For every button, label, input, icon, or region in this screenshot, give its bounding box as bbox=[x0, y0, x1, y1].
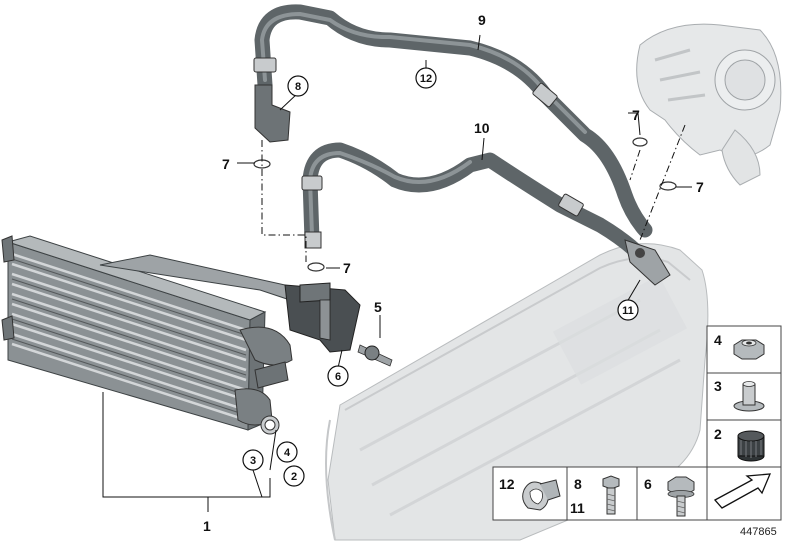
circle-label-6: 6 bbox=[335, 371, 341, 383]
circle-label-3: 3 bbox=[250, 455, 256, 467]
transmission-housing bbox=[325, 243, 709, 541]
clamp-12-icon bbox=[522, 479, 561, 511]
label-oring-top-right: 7 bbox=[632, 107, 640, 123]
legend-label-11: 11 bbox=[570, 500, 585, 516]
legend-label-2: 2 bbox=[714, 426, 722, 442]
screw-5 bbox=[357, 344, 393, 367]
leader-lines bbox=[102, 34, 692, 512]
o-rings bbox=[253, 137, 677, 272]
circled-labels: 8 12 11 6 4 3 2 bbox=[242, 67, 639, 487]
circle-label-11: 11 bbox=[622, 305, 634, 317]
bushing-3-icon bbox=[733, 381, 765, 412]
direction-arrow-icon bbox=[713, 473, 772, 509]
grommet-2-icon bbox=[737, 430, 765, 462]
oil-cooler bbox=[1, 235, 301, 435]
alignment-lines bbox=[261, 124, 686, 262]
reference-number: 447865 bbox=[740, 526, 777, 538]
connection-block bbox=[284, 282, 361, 353]
legend-bottom-row: 12 8 11 6 bbox=[492, 466, 782, 521]
label-screw-5: 5 bbox=[374, 299, 382, 315]
label-hose-9: 9 bbox=[478, 12, 486, 28]
bolt-6-icon bbox=[667, 476, 695, 517]
label-hose-10: 10 bbox=[474, 120, 490, 136]
circle-label-12: 12 bbox=[420, 73, 432, 85]
nut-4-icon bbox=[733, 339, 765, 360]
engine-component bbox=[636, 23, 782, 186]
circle-label-8: 8 bbox=[295, 81, 301, 93]
bolt-8-11-icon bbox=[602, 475, 620, 515]
label-oring-right: 7 bbox=[696, 179, 704, 195]
legend-label-6: 6 bbox=[644, 476, 652, 492]
legend-label-3: 3 bbox=[714, 378, 722, 394]
hose-9 bbox=[253, 4, 653, 238]
legend-side-column: 4 3 2 bbox=[706, 325, 782, 468]
label-oring-left: 7 bbox=[222, 156, 230, 172]
legend-label-4: 4 bbox=[714, 332, 722, 348]
legend-label-8: 8 bbox=[574, 476, 582, 492]
plain-labels: 1 9 10 7 7 7 7 5 bbox=[203, 12, 704, 534]
circle-label-2: 2 bbox=[291, 471, 297, 483]
hose-10 bbox=[301, 142, 671, 286]
label-cooler: 1 bbox=[203, 518, 211, 534]
circle-label-4: 4 bbox=[284, 447, 291, 459]
label-oring-mid: 7 bbox=[343, 260, 351, 276]
legend-label-12: 12 bbox=[499, 476, 515, 492]
